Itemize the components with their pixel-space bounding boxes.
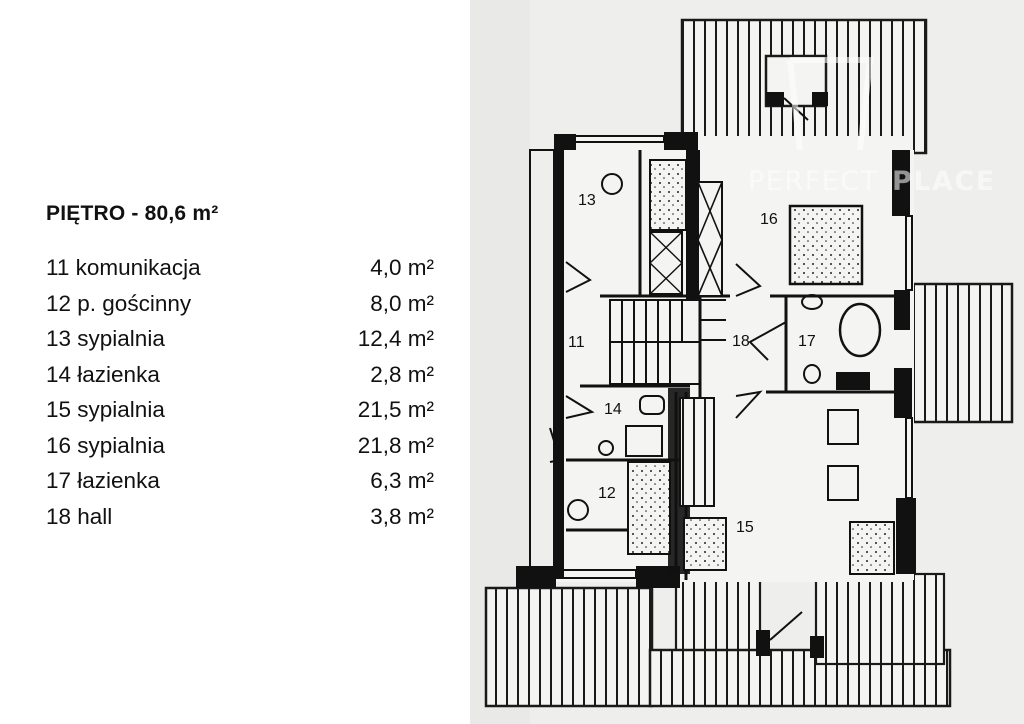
watermark-logo: PERFECT PLACE bbox=[748, 57, 996, 197]
room-name: 14 łazienka bbox=[46, 361, 160, 387]
room-name: 16 sypialnia bbox=[46, 432, 165, 458]
floor-plan-image: 13 11 14 12 18 17 16 15 PERFECT PLACE bbox=[470, 0, 1024, 724]
room-label-18: 18 bbox=[732, 333, 750, 350]
building-interior bbox=[554, 136, 914, 582]
room-area: 21,8 m² bbox=[357, 432, 434, 458]
room-name: 13 sypialnia bbox=[46, 326, 165, 351]
room-label-14: 14 bbox=[604, 401, 622, 418]
room-area: 2,8 m² bbox=[370, 361, 434, 387]
room-row: 16 sypialnia 21,8 m² bbox=[46, 428, 434, 464]
furniture bbox=[567, 159, 895, 575]
room-area: 4,0 m² bbox=[370, 255, 434, 280]
room-row: 11 komunikacja 4,0 m² bbox=[46, 250, 434, 286]
room-row: 18 hall 3,8 m² bbox=[46, 499, 434, 535]
watermark-part2: PLACE bbox=[892, 166, 996, 197]
floor-plan-drawing: 13 11 14 12 18 17 16 15 PERFECT PLACE bbox=[470, 0, 1024, 724]
room-label-15: 15 bbox=[736, 519, 754, 536]
roof-bottom bbox=[484, 570, 952, 708]
room-label-11: 11 bbox=[568, 334, 585, 351]
room-name: 12 p. gościnny bbox=[46, 290, 192, 316]
outer-walls bbox=[516, 132, 916, 588]
room-legend-panel: PIĘTRO - 80,6 m² 11 komunikacja 4,0 m² 12… bbox=[0, 0, 470, 724]
wall-stub bbox=[836, 372, 870, 390]
staircase bbox=[609, 299, 726, 385]
room-area: 21,5 m² bbox=[357, 397, 434, 422]
room-label-17: 17 bbox=[798, 333, 816, 350]
room-label-13: 13 bbox=[578, 192, 596, 209]
room-name: 11 komunikacja bbox=[46, 255, 201, 280]
room-labels: 13 11 14 12 18 17 16 15 bbox=[568, 192, 816, 536]
room-row: 17 łazienka 6,3 m² bbox=[46, 463, 434, 499]
room-area: 8,0 m² bbox=[370, 290, 434, 316]
room-row: 14 łazienka 2,8 m² bbox=[46, 357, 434, 393]
roof-right bbox=[910, 282, 1014, 424]
room-area: 12,4 m² bbox=[357, 326, 434, 351]
wardrobe-stack bbox=[649, 181, 723, 297]
room-name: 17 łazienka bbox=[46, 468, 160, 493]
room-area: 3,8 m² bbox=[370, 503, 434, 529]
room-area: 6,3 m² bbox=[370, 468, 434, 493]
floor-title: PIĘTRO - 80,6 m² bbox=[46, 202, 219, 225]
room-row: 12 p. gościnny 8,0 m² bbox=[46, 286, 434, 322]
door-swings bbox=[549, 261, 787, 463]
room-row: 13 sypialnia 12,4 m² bbox=[46, 321, 434, 357]
room-row: 15 sypialnia 21,5 m² bbox=[46, 392, 434, 428]
room-name: 18 hall bbox=[46, 503, 113, 529]
watermark-part1: PERFECT bbox=[748, 166, 879, 197]
room-name: 15 sypialnia bbox=[46, 397, 165, 422]
room-label-16: 16 bbox=[760, 211, 778, 228]
closet-hatched bbox=[679, 397, 715, 507]
roof-top bbox=[680, 18, 928, 155]
room-list: 11 komunikacja 4,0 m² 12 p. gościnny 8,0 m… bbox=[46, 250, 434, 534]
room-label-12: 12 bbox=[598, 485, 616, 502]
